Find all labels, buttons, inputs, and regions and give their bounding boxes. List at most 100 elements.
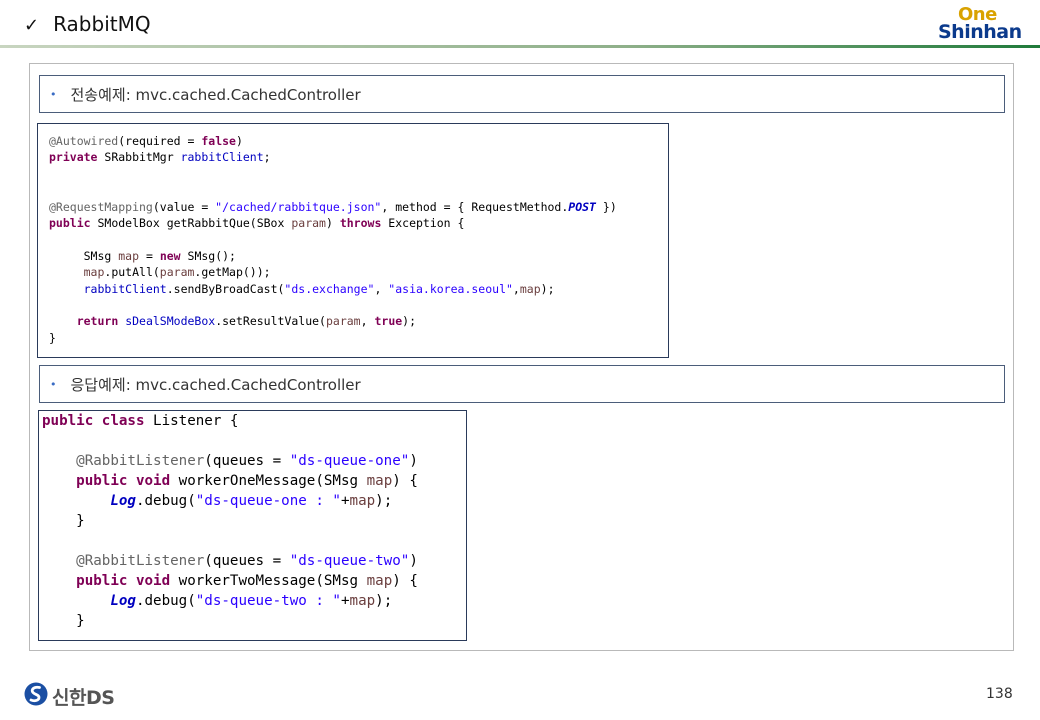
code-token: (queues = bbox=[204, 553, 290, 569]
code-token: "ds-queue-one" bbox=[289, 453, 410, 469]
code-token: , bbox=[374, 281, 389, 296]
code-line bbox=[49, 297, 668, 313]
code-line: return sDealSModeBox.setResultValue(para… bbox=[49, 313, 668, 329]
content-panel bbox=[29, 63, 1014, 651]
code-token: map bbox=[118, 248, 140, 263]
code-token: @RequestMapping bbox=[49, 199, 153, 214]
code-token: Exception { bbox=[381, 216, 465, 231]
code-token: class bbox=[101, 413, 145, 429]
code-token: ) bbox=[409, 553, 418, 569]
code-line: rabbitClient.sendByBroadCast("ds.exchang… bbox=[49, 281, 668, 297]
code-line: } bbox=[49, 330, 668, 346]
code-token bbox=[127, 473, 136, 489]
code-token: SModelBox getRabbitQue(SBox bbox=[90, 216, 292, 231]
code-token bbox=[127, 573, 136, 589]
code-token: rabbitClient bbox=[180, 150, 264, 165]
code-token: + bbox=[340, 593, 350, 609]
code-token: map bbox=[366, 573, 393, 589]
code-token: .debug( bbox=[135, 593, 196, 609]
code-token: + bbox=[340, 493, 350, 509]
code-line: @RabbitListener(queues = "ds-queue-one") bbox=[42, 451, 466, 471]
code-token: "ds-queue-one : " bbox=[195, 493, 341, 509]
code-token: }) bbox=[595, 199, 617, 214]
code-token: map bbox=[519, 281, 541, 296]
code-token: ); bbox=[375, 593, 393, 609]
code-token: map bbox=[366, 473, 393, 489]
code-token: SMsg bbox=[49, 248, 119, 263]
code-token: false bbox=[201, 134, 236, 148]
code-line: } bbox=[42, 611, 466, 631]
code-token: (value = bbox=[152, 199, 216, 214]
code-line bbox=[42, 531, 466, 551]
code-token: (queues = bbox=[204, 453, 290, 469]
code-token: true bbox=[374, 314, 403, 329]
bullet-icon: • bbox=[50, 87, 57, 101]
bullet-icon: • bbox=[50, 377, 57, 391]
receive-example-label: 응답예제: mvc.cached.CachedController bbox=[70, 375, 361, 394]
code-line: SMsg map = new SMsg(); bbox=[49, 248, 668, 264]
code-token: ; bbox=[263, 150, 271, 165]
brand-logo-shinhan: Shinhan bbox=[938, 21, 1022, 43]
code-token: return bbox=[76, 314, 119, 329]
code-token: .setResultValue( bbox=[215, 314, 326, 329]
code-token: public bbox=[42, 413, 94, 429]
code-token: ) { bbox=[392, 573, 418, 589]
code-line bbox=[49, 182, 668, 198]
code-token: SRabbitMgr bbox=[97, 150, 181, 165]
code-token: void bbox=[135, 473, 171, 489]
code-token: throws bbox=[339, 216, 382, 231]
code-token: Listener { bbox=[144, 413, 239, 429]
code-line: Log.debug("ds-queue-two : "+map); bbox=[42, 591, 466, 611]
code-token: public bbox=[76, 573, 128, 589]
code-token: (required = bbox=[118, 134, 202, 148]
code-line: } bbox=[42, 511, 466, 531]
code-token: ); bbox=[540, 281, 555, 296]
code-token: .putAll( bbox=[104, 265, 160, 280]
code-token: , bbox=[512, 281, 520, 296]
brand-logo-one: One bbox=[958, 4, 997, 25]
code-token: "asia.korea.seoul" bbox=[388, 281, 513, 296]
code-token: @RabbitListener bbox=[76, 453, 205, 469]
code-token: ) { bbox=[392, 473, 418, 489]
code-line: public void workerOneMessage(SMsg map) { bbox=[42, 471, 466, 491]
code-token: workerTwoMessage(SMsg bbox=[170, 573, 367, 589]
code-line: public class Listener { bbox=[42, 411, 466, 431]
receive-example-code-block: public class Listener { @RabbitListener(… bbox=[38, 410, 467, 641]
code-token: map bbox=[83, 265, 105, 280]
code-token: map bbox=[349, 593, 376, 609]
code-token: param bbox=[159, 265, 195, 280]
code-line: public void workerTwoMessage(SMsg map) { bbox=[42, 571, 466, 591]
slide-title-text: RabbitMQ bbox=[53, 12, 151, 36]
code-token: sDealSModeBox bbox=[125, 314, 216, 329]
code-token bbox=[42, 473, 76, 489]
code-token: "/cached/rabbitque.json" bbox=[215, 199, 382, 214]
code-line: @Autowired(required = false) bbox=[49, 133, 668, 149]
code-line bbox=[49, 166, 668, 182]
code-token: ) bbox=[325, 216, 340, 231]
code-token: } bbox=[49, 330, 56, 345]
code-token: @RabbitListener bbox=[76, 553, 205, 569]
code-token: param bbox=[325, 314, 361, 329]
code-line: @RequestMapping(value = "/cached/rabbitq… bbox=[49, 199, 668, 215]
code-token: , method = { RequestMethod. bbox=[381, 199, 569, 214]
code-token bbox=[42, 593, 110, 609]
send-example-heading: • 전송예제: mvc.cached.CachedController bbox=[39, 75, 1005, 113]
code-token: "ds.exchange" bbox=[284, 281, 375, 296]
code-token: .debug( bbox=[135, 493, 196, 509]
code-token: rabbitClient bbox=[83, 281, 167, 296]
code-token: private bbox=[49, 150, 98, 165]
code-token: POST bbox=[568, 199, 596, 214]
code-line: map.putAll(param.getMap()); bbox=[49, 264, 668, 280]
send-example-code-block: @Autowired(required = false)private SRab… bbox=[37, 123, 669, 358]
code-token: ) bbox=[409, 453, 418, 469]
code-token: , bbox=[360, 314, 375, 329]
check-icon: ✓ bbox=[24, 15, 40, 36]
code-token: map bbox=[349, 493, 376, 509]
code-line bbox=[49, 231, 668, 247]
code-token: } bbox=[42, 613, 85, 629]
shinhan-swirl-icon bbox=[24, 682, 48, 706]
code-token bbox=[93, 413, 102, 429]
code-token bbox=[49, 265, 84, 279]
code-token: ); bbox=[402, 314, 417, 329]
code-token: "ds-queue-two" bbox=[289, 553, 410, 569]
